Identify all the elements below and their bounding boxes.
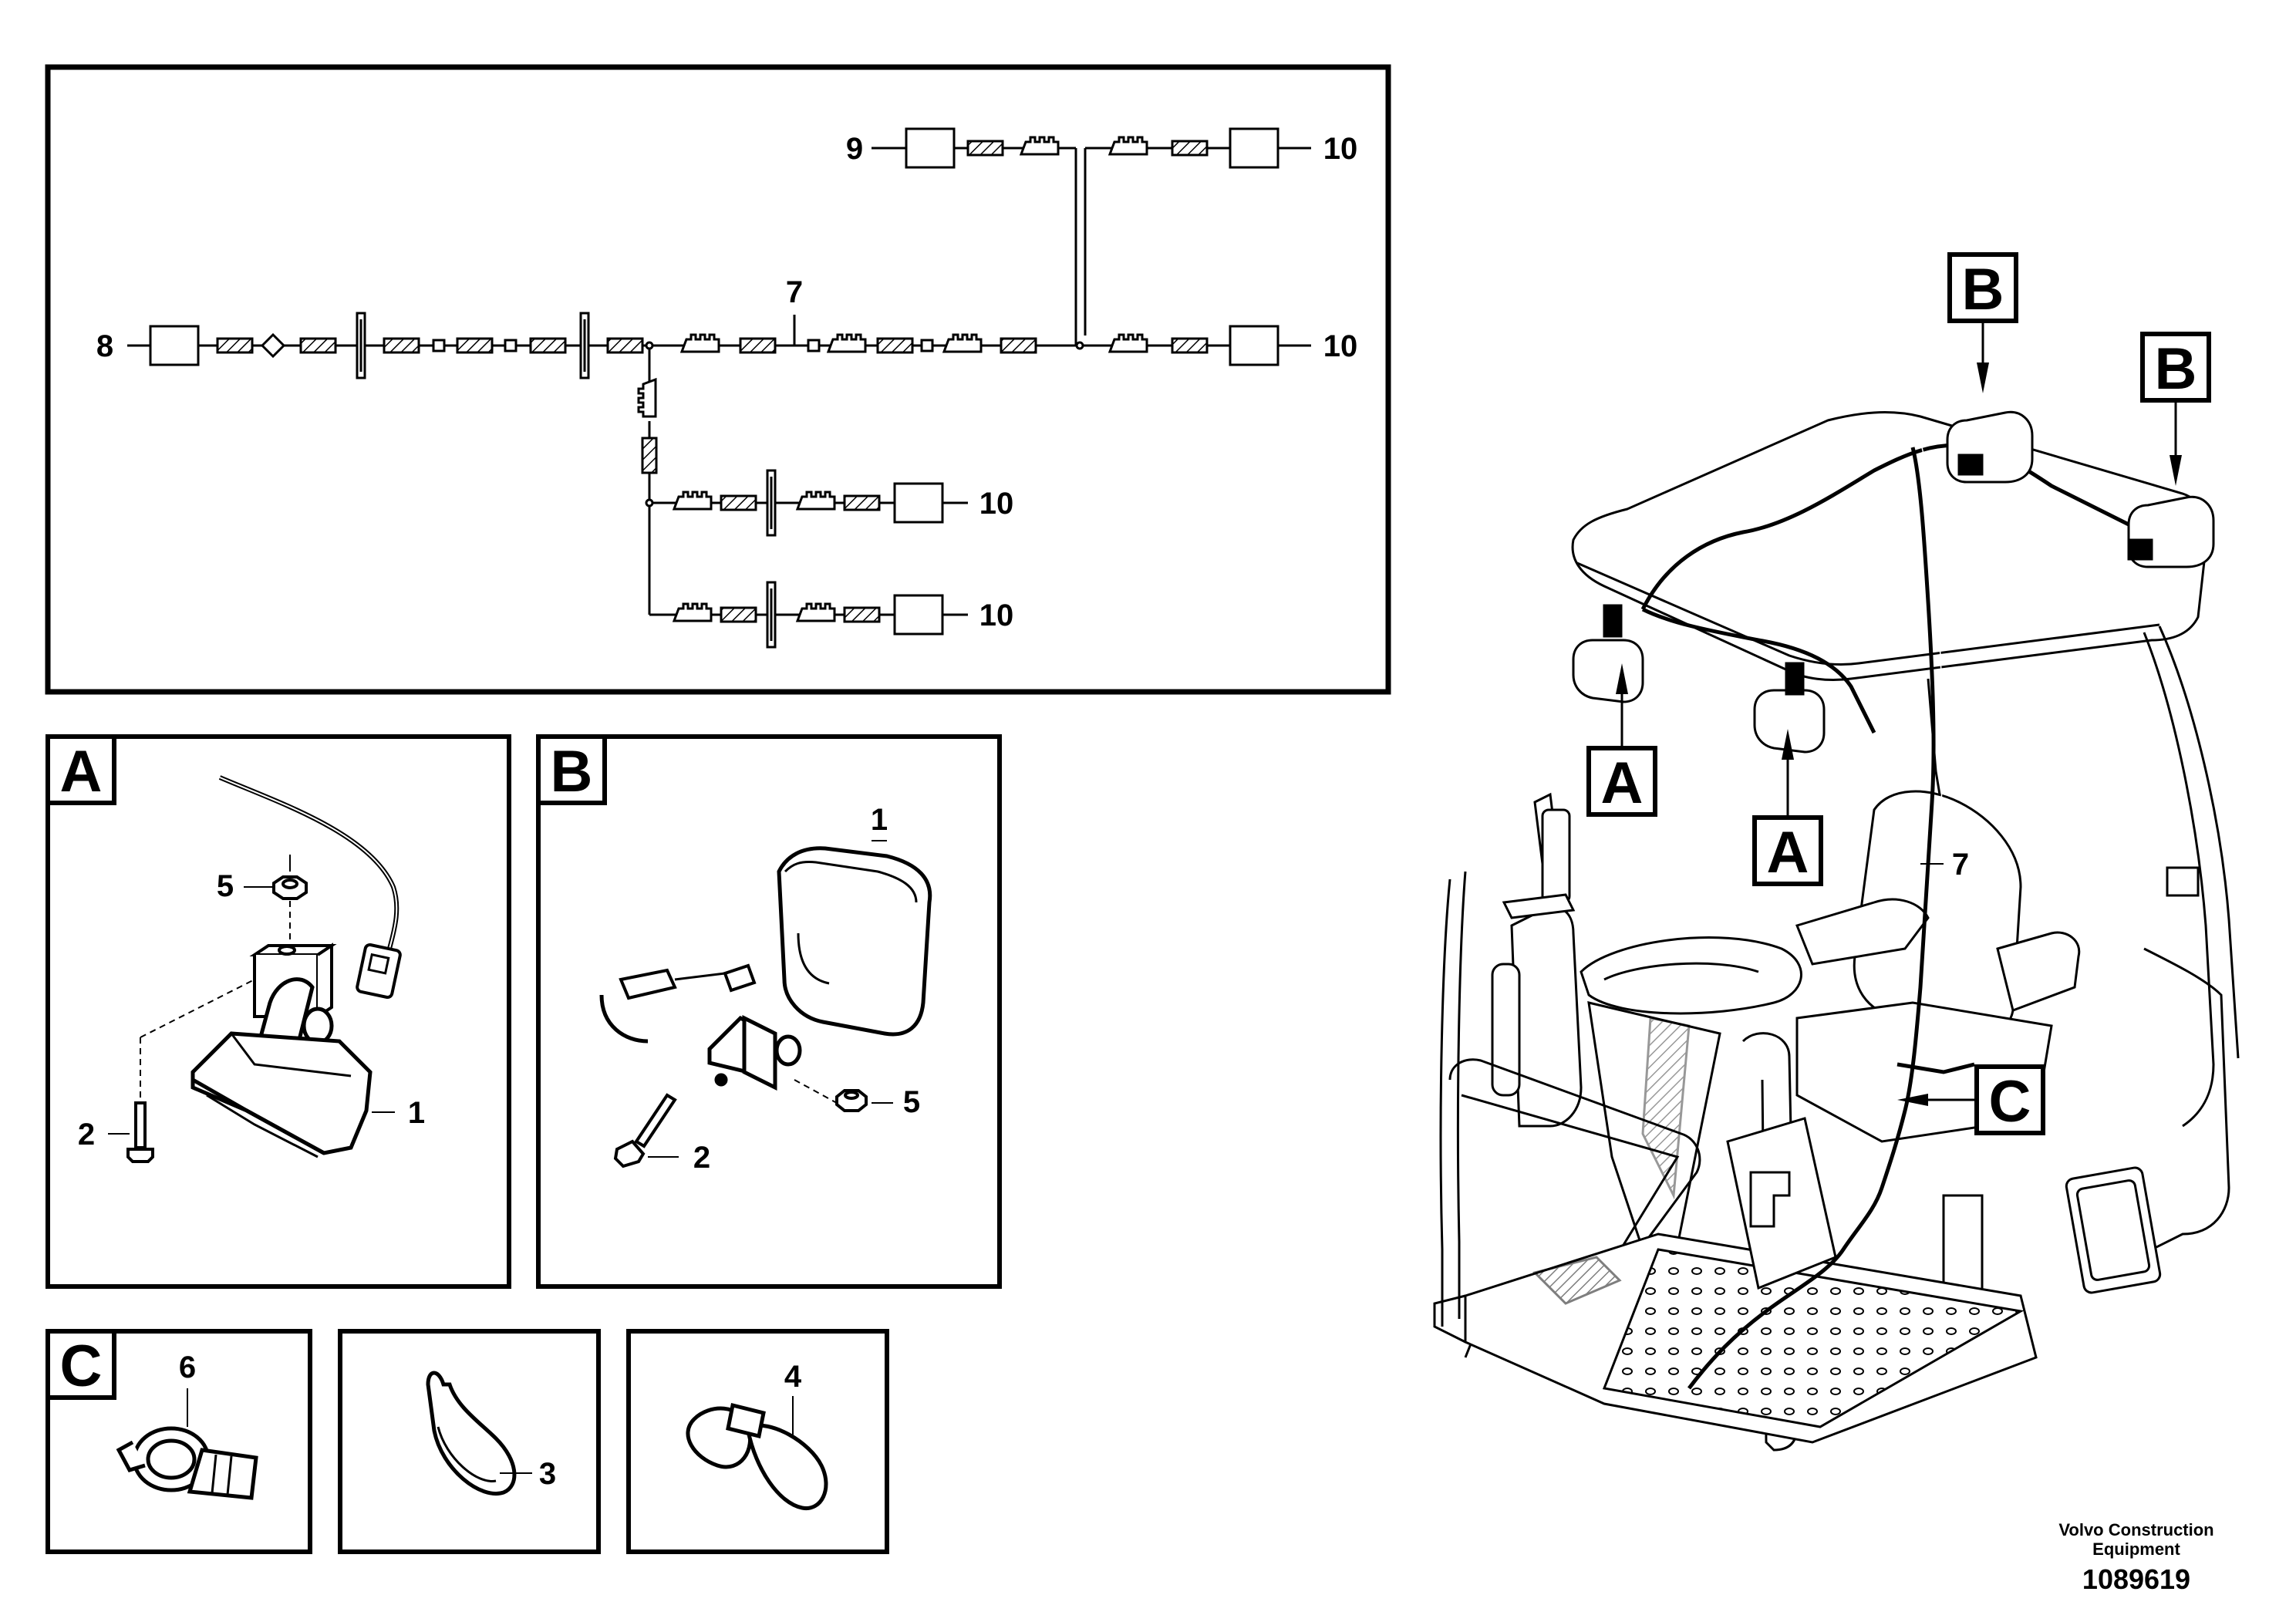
cab-roof — [1571, 411, 2209, 681]
cab-frame — [1927, 626, 2240, 1297]
callout-9: 9 — [846, 132, 863, 166]
schematic-lower-branches — [637, 349, 968, 649]
callout-2-b: 2 — [693, 1141, 710, 1175]
detail-b-label: B — [551, 739, 593, 804]
view-marker-b-top: B — [1947, 252, 2018, 393]
callout-5-a: 5 — [217, 869, 234, 903]
schematic-main-trunk — [127, 312, 1311, 379]
bolt-part-2-b — [613, 1093, 677, 1168]
view-marker-a-left: A — [1586, 663, 1657, 817]
connector-plug — [356, 943, 402, 999]
company-name-line2: Equipment — [2092, 1539, 2180, 1559]
view-marker-b-right-label: B — [2155, 336, 2197, 402]
callout-10-branch-lower: 10 — [979, 599, 1014, 632]
steering-console — [1439, 792, 1802, 1327]
view-marker-b-top-label: B — [1962, 257, 2004, 322]
detail-a-label: A — [60, 739, 103, 804]
bolt-part-2-a — [126, 979, 255, 1163]
company-name-line1: Volvo Construction — [2058, 1520, 2213, 1539]
view-marker-c-label: C — [1989, 1069, 2031, 1135]
view-marker-c: C — [1897, 1064, 2045, 1135]
drawing-number: 1089619 — [2082, 1563, 2190, 1595]
side-mirror — [1502, 808, 1576, 919]
callout-8: 8 — [96, 329, 113, 363]
cab-floor — [1433, 1233, 2038, 1444]
nut-part-5-b — [835, 1089, 868, 1112]
callout-7-schematic: 7 — [786, 275, 803, 309]
callout-10-main: 10 — [1323, 329, 1358, 363]
callout-1-a: 1 — [408, 1096, 425, 1130]
detail-strap-4: 4 — [626, 1329, 889, 1554]
callout-4: 4 — [784, 1360, 802, 1394]
detail-c-label: C — [60, 1334, 103, 1399]
callout-5-b: 5 — [903, 1085, 920, 1119]
nut-part-5-a — [272, 855, 308, 900]
connector-plug-b — [619, 963, 757, 1000]
callout-2-a: 2 — [78, 1118, 95, 1152]
detail-cable-tie-3: 3 — [338, 1329, 601, 1554]
cable-tie-part-3 — [426, 1371, 517, 1496]
drawing-footer: Volvo Construction Equipment 1089619 — [2058, 1520, 2213, 1595]
clamp-part-6 — [116, 1426, 258, 1500]
detail-view-c: C 6 — [46, 1329, 312, 1554]
view-marker-a-right-label: A — [1767, 820, 1809, 885]
work-lamp-a — [190, 977, 373, 1158]
callout-6: 6 — [179, 1351, 196, 1384]
work-lamp-b — [707, 846, 932, 1091]
schematic-branch-9 — [872, 127, 1311, 346]
view-marker-a-left-label: A — [1601, 750, 1644, 816]
callout-3: 3 — [539, 1457, 556, 1491]
cab-illustration — [1433, 410, 2240, 1452]
view-marker-a-right: A — [1752, 729, 1823, 886]
callout-7-cab: 7 — [1952, 848, 1969, 882]
wiring-schematic-panel: 9 10 8 7 10 10 10 — [45, 64, 1391, 695]
callout-1-b: 1 — [871, 803, 888, 837]
strap-part-4 — [686, 1402, 828, 1510]
detail-view-a: A — [46, 734, 511, 1289]
callout-10-top: 10 — [1323, 132, 1358, 166]
view-marker-b-right: B — [2140, 332, 2211, 486]
detail-view-b: B 1 5 — [536, 734, 1002, 1289]
callout-10-branch-upper: 10 — [979, 487, 1014, 521]
